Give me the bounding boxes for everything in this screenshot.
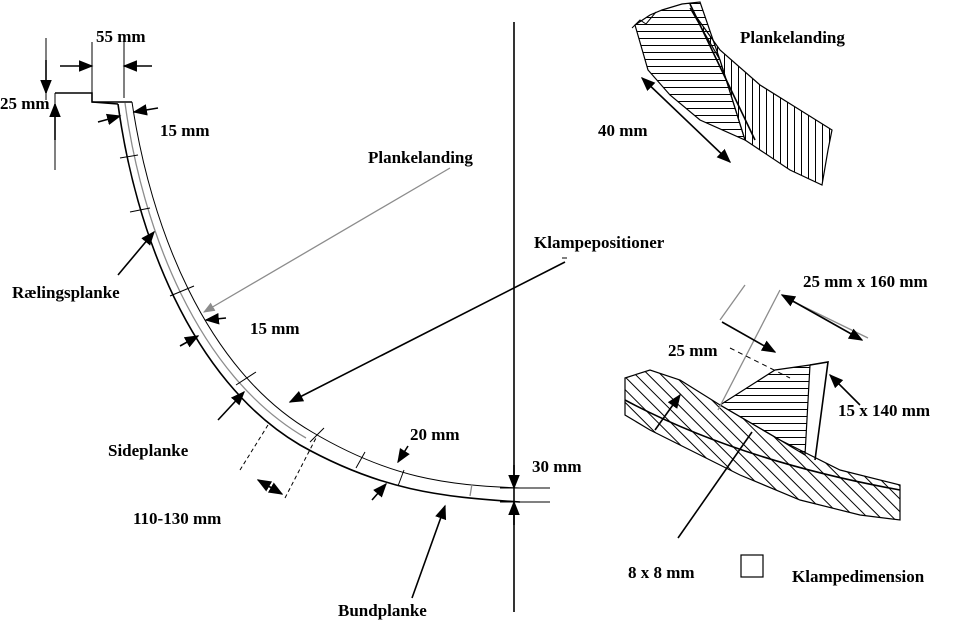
label-15mm-mid: 15 mm xyxy=(250,319,300,338)
label-110-130mm: 110-130 mm xyxy=(133,509,221,528)
cleat-ticks xyxy=(119,154,473,497)
label-raelingsplanke: Rælingsplanke xyxy=(12,283,120,302)
plankelanding-leader xyxy=(202,167,451,313)
label-25mm-cleat: 25 mm xyxy=(668,341,718,360)
label-30mm: 30 mm xyxy=(532,457,582,476)
label-klampedimension: Klampedimension xyxy=(792,567,925,586)
plank-boundary-line xyxy=(124,102,307,439)
dim-15x140-arrow xyxy=(828,373,861,406)
label-sideplanke: Sideplanke xyxy=(108,441,189,460)
bundplanke-arrow xyxy=(411,504,447,599)
klampepositioner-leader xyxy=(288,261,566,403)
top-dimensions xyxy=(40,38,159,170)
label-klampepositioner: Klampepositioner xyxy=(534,233,665,252)
plank-landing-detail xyxy=(631,1,833,186)
dim-25-cleat-arrow xyxy=(721,321,777,353)
label-plankelanding-main: Plankelanding xyxy=(368,148,473,167)
label-40mm: 40 mm xyxy=(598,121,648,140)
dim-110-130-arrow xyxy=(256,479,284,495)
raelingsplanke-arrow xyxy=(117,230,155,276)
dim-40-arrow xyxy=(640,77,732,163)
label-15mm-top: 15 mm xyxy=(160,121,210,140)
dim-8x8-leader xyxy=(677,431,753,539)
label-25x160mm: 25 mm x 160 mm xyxy=(803,272,928,291)
hull-outer-line xyxy=(117,103,521,503)
label-bundplanke: Bundplanke xyxy=(338,601,427,620)
label-55mm: 55 mm xyxy=(96,27,146,46)
label-plankelanding-detail: Plankelanding xyxy=(740,28,845,47)
label-20mm: 20 mm xyxy=(410,425,460,444)
gunwale-top xyxy=(55,92,132,103)
cleat-detail xyxy=(624,284,901,578)
label-25mm-top: 25 mm xyxy=(0,94,50,113)
hull-section xyxy=(55,22,550,612)
label-15x140mm: 15 x 140 mm xyxy=(838,401,930,420)
cleat-dimension-square xyxy=(740,554,764,578)
hull-inner-line xyxy=(131,101,521,489)
label-8x8mm: 8 x 8 mm xyxy=(628,563,695,582)
dim-25x160-arrow xyxy=(780,294,864,341)
sideplanke-arrow xyxy=(217,390,245,421)
